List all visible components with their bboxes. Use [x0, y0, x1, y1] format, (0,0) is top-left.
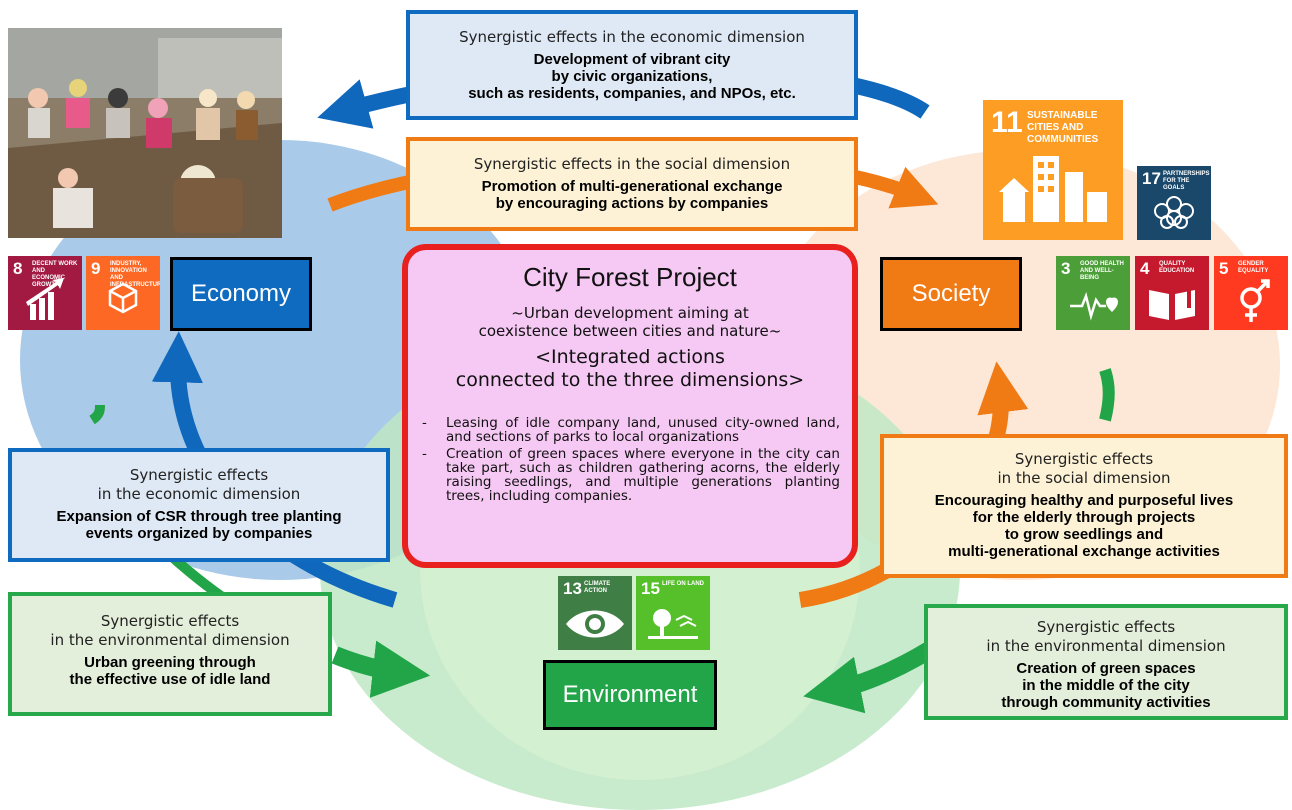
sdg-title: Sustainable cities and communities	[1027, 110, 1099, 145]
box-right-environmental: Synergistic effects in the environmental…	[924, 604, 1288, 720]
box-body-line: Development of vibrant city	[533, 51, 731, 68]
box-body-line: in the middle of the city	[1022, 677, 1190, 694]
box-body-line: such as residents, companies, and NPOs, …	[468, 85, 796, 102]
center-bullets: - Leasing of idle company land, unused ci…	[422, 416, 840, 506]
sdg-17-icon: 17 Partnerships for the goals	[1137, 166, 1211, 240]
box-body-line: events organized by companies	[85, 525, 313, 542]
bullet-text: Creation of green spaces where everyone …	[446, 446, 840, 504]
box-top-social: Synergistic effects in the social dimens…	[406, 137, 858, 231]
box-body-line: by encouraging actions by companies	[495, 195, 769, 212]
sdg-title: Industry, innovation and infrastructure	[110, 261, 160, 288]
box-head: Synergistic effects in the social dimens…	[473, 155, 791, 173]
box-body-line: multi-generational exchange activities	[948, 543, 1220, 560]
bullet-dash: -	[422, 415, 427, 431]
sdg-title: Good health and well-being	[1080, 261, 1124, 281]
environment-label: Environment	[543, 660, 717, 730]
sdg-9-icon: 9 Industry, innovation and infrastructur…	[86, 256, 160, 330]
sdg-title: Climate action	[584, 581, 611, 594]
sdg-4-icon: 4 Quality education	[1135, 256, 1209, 330]
society-label: Society	[880, 257, 1022, 331]
economy-label: Economy	[170, 257, 312, 331]
box-right-social: Synergistic effects in the social dimens…	[880, 434, 1288, 578]
center-integrated-line: <Integrated actions	[535, 346, 725, 368]
center-subtitle-line: coexistence between cities and nature~	[478, 322, 782, 340]
bullet-dash: -	[422, 446, 427, 462]
box-body-line: by civic organizations,	[551, 68, 713, 85]
sdg-num: 3	[1061, 259, 1071, 278]
sdg-5-icon: 5 Gender equality	[1214, 256, 1288, 330]
city-forest-project-box: City Forest Project ~Urban development a…	[402, 244, 858, 568]
sdg-title: Quality education	[1159, 261, 1195, 274]
box-left-environmental: Synergistic effects in the environmental…	[8, 592, 332, 716]
center-title: City Forest Project	[523, 262, 737, 292]
box-head: in the environmental dimension	[986, 637, 1226, 655]
sdg-title: Decent work and economic growth	[32, 261, 78, 288]
center-integrated: <Integrated actions connected to the thr…	[408, 346, 852, 392]
sdg-8-icon: 8 Decent work and economic growth	[8, 256, 82, 330]
box-left-economic: Synergistic effects in the economic dime…	[8, 448, 390, 562]
box-body-line: Encouraging healthy and purposeful lives	[934, 492, 1234, 509]
sdg-num: 11	[991, 106, 1023, 139]
sdg-13-icon: 13 Climate action	[558, 576, 632, 650]
box-head: in the economic dimension	[97, 485, 301, 503]
sdg-title: Partnerships for the goals	[1163, 171, 1210, 191]
box-body-line: Urban greening through	[84, 654, 256, 671]
arrow-society-green	[1099, 368, 1115, 422]
arrow-env-left-a	[89, 404, 105, 425]
box-head: in the social dimension	[997, 469, 1171, 487]
box-head: Synergistic effects	[100, 612, 240, 630]
sdg-num: 13	[563, 579, 582, 598]
sdg-num: 8	[13, 259, 23, 278]
center-integrated-line: connected to the three dimensions>	[455, 369, 805, 391]
box-head: in the environmental dimension	[50, 631, 290, 649]
box-body-line: Expansion of CSR through tree planting	[56, 508, 342, 525]
box-head: Synergistic effects	[1036, 618, 1176, 636]
box-body-line: through community activities	[1001, 694, 1211, 711]
center-subtitle: ~Urban development aiming at coexistence…	[408, 304, 852, 340]
center-subtitle-line: ~Urban development aiming at	[511, 304, 749, 322]
sdg-num: 4	[1140, 259, 1150, 278]
sdg-15-icon: 15 Life on land	[636, 576, 710, 650]
box-body-line: Creation of green spaces	[1016, 660, 1196, 677]
box-head: Synergistic effects	[129, 466, 269, 484]
sdg-title: Gender equality	[1238, 261, 1269, 274]
box-head: Synergistic effects	[1014, 450, 1154, 468]
sdg-11-icon: 11 Sustainable cities and communities	[983, 100, 1123, 240]
sdg-num: 17	[1142, 169, 1161, 188]
box-body-line: for the elderly through projects	[972, 509, 1196, 526]
sdg-num: 9	[91, 259, 101, 278]
sdg-num: 5	[1219, 259, 1229, 278]
sdg-num: 15	[641, 579, 660, 598]
box-head: Synergistic effects in the economic dime…	[459, 28, 805, 46]
box-top-economic: Synergistic effects in the economic dime…	[406, 10, 858, 120]
tree-planting-photo	[8, 28, 282, 238]
box-body-line: to grow seedlings and	[1004, 526, 1164, 543]
box-body-line: Promotion of multi-generational exchange	[481, 178, 783, 195]
sdg-title: Life on land	[662, 581, 704, 587]
center-bullet: - Leasing of idle company land, unused ci…	[422, 416, 840, 444]
box-body-line: the effective use of idle land	[69, 671, 271, 688]
center-bullet: - Creation of green spaces where everyone…	[422, 447, 840, 503]
arrow-env-left	[331, 640, 431, 698]
bullet-text: Leasing of idle company land, unused cit…	[446, 415, 840, 445]
sdg-3-icon: 3 Good health and well-being	[1056, 256, 1130, 330]
